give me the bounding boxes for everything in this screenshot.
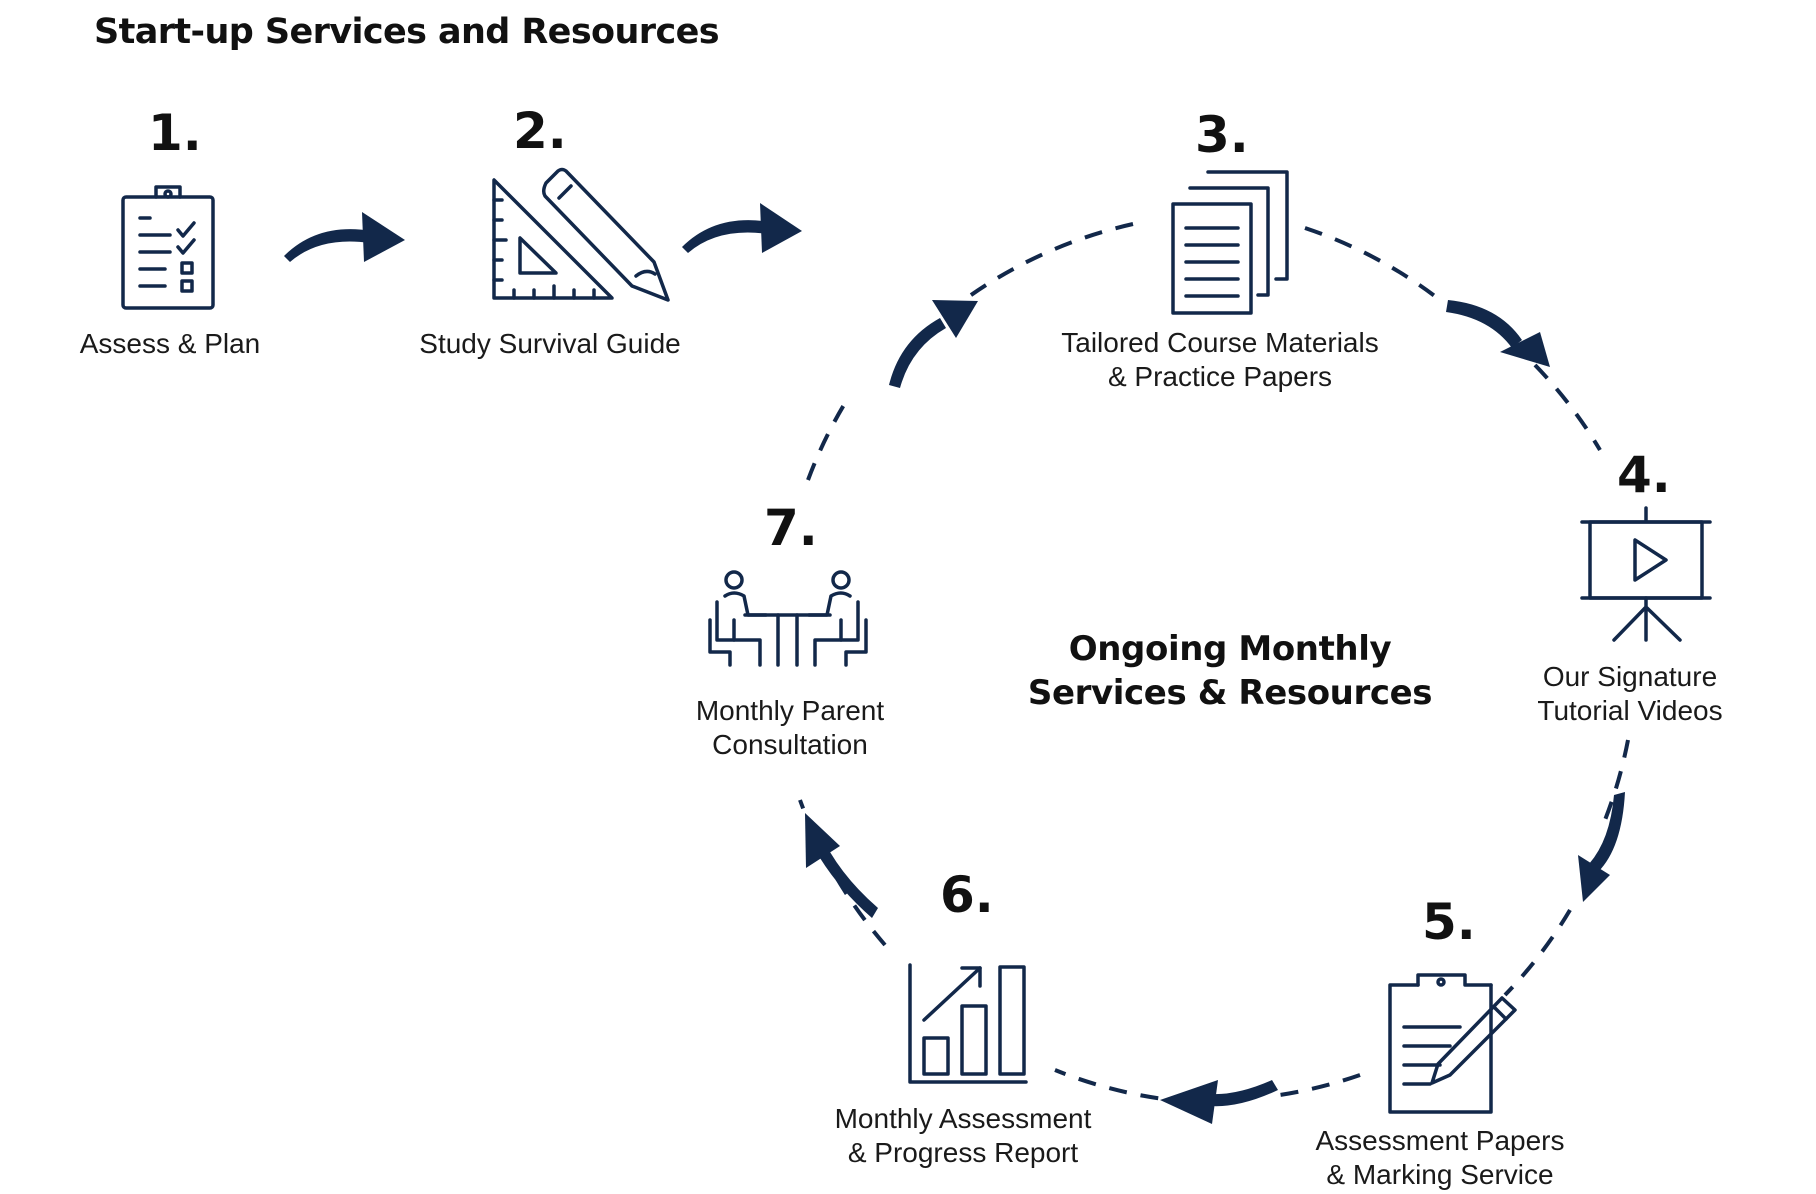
step-number-7: 7. <box>764 499 818 557</box>
step-label-2: Study Survival Guide <box>419 327 680 361</box>
step-label-2-line-1: Study Survival Guide <box>419 328 681 359</box>
arrow-3-to-4 <box>1446 300 1550 367</box>
arrow-6-to-7 <box>805 813 878 918</box>
step-label-3-line-1: Tailored Course Materials <box>1061 327 1379 358</box>
step-number-1: 1. <box>148 104 202 162</box>
step-label-6-line-1: Monthly Assessment <box>834 1103 1092 1134</box>
step-label-4-line-2: Tutorial Videos <box>1537 695 1723 726</box>
arrow-4-to-5 <box>1578 792 1625 902</box>
cycle-center-heading: Ongoing Monthly Services & Resources <box>1027 627 1433 715</box>
step-label-5: Assessment Papers & Marking Service <box>1316 1124 1565 1192</box>
cycle-dashed-path <box>798 222 1630 1104</box>
step-number-2: 2. <box>513 102 567 160</box>
ruler-pencil-icon <box>492 167 670 302</box>
cycle-center-heading-line-1: Ongoing Monthly <box>1068 629 1392 669</box>
bar-chart-growth-icon <box>908 963 1028 1084</box>
flow-arrows <box>284 203 1625 1124</box>
step-label-6: Monthly Assessment & Progress Report <box>835 1102 1092 1170</box>
step-label-5-line-1: Assessment Papers <box>1315 1125 1565 1156</box>
step-number-4: 4. <box>1617 446 1671 504</box>
step-label-4-line-1: Our Signature <box>1542 661 1718 692</box>
step-number-6: 6. <box>940 866 994 924</box>
page-title: Start-up Services and Resources <box>94 12 720 52</box>
step-label-3-line-2: & Practice Papers <box>1107 361 1333 392</box>
step-label-5-line-2: & Marking Service <box>1326 1159 1554 1190</box>
video-screen-icon <box>1580 506 1712 642</box>
arrow-7-to-3 <box>889 300 978 388</box>
arrow-2-to-3 <box>682 203 802 253</box>
clipboard-checklist-icon <box>121 185 215 310</box>
step-label-1: Assess & Plan <box>80 327 261 361</box>
step-number-3: 3. <box>1195 106 1249 164</box>
meeting-table-icon <box>708 570 868 667</box>
documents-stack-icon <box>1171 170 1289 315</box>
step-number-5: 5. <box>1422 893 1476 951</box>
step-label-3: Tailored Course Materials & Practice Pap… <box>1061 326 1378 394</box>
step-label-7: Monthly Parent Consultation <box>696 694 884 762</box>
step-label-7-line-1: Monthly Parent <box>695 695 885 726</box>
arrow-5-to-6 <box>1160 1080 1278 1124</box>
step-label-6-line-2: & Progress Report <box>847 1137 1079 1168</box>
step-label-7-line-2: Consultation <box>712 729 868 760</box>
cycle-center-heading-line-2: Services & Resources <box>1027 673 1433 713</box>
arrow-1-to-2 <box>284 212 405 262</box>
step-label-1-line-1: Assess & Plan <box>79 328 261 359</box>
clipboard-pencil-icon <box>1388 973 1517 1114</box>
step-label-4: Our Signature Tutorial Videos <box>1537 660 1722 728</box>
